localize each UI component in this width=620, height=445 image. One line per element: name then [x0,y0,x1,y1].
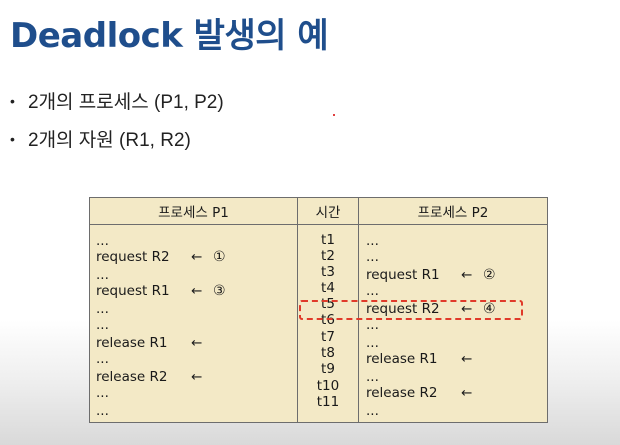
p2-row: release R1 ← [366,351,483,368]
p1-operation: ... [96,267,109,283]
p2-operation: request R1 [366,267,440,283]
bullet-text: 2개의 자원 (R1, R2) [28,130,191,151]
time-label: t7 [321,329,335,345]
p1-row: ... [96,301,213,318]
p1-row: ... [96,233,213,250]
time-label: t9 [321,361,335,377]
p1-row: request R2 ← ① [96,249,226,266]
p2-operation: ... [366,283,379,299]
bullet-item: • 2개의 프로세스 (P1, P2) [10,88,224,126]
time-label: t1 [321,232,335,248]
p1-row: release R1 ← [96,335,213,352]
p2-row: release R2 ← [366,385,483,402]
time-label: t3 [321,264,335,280]
p2-row: ... [366,403,483,420]
header-time: 시간 [297,197,359,225]
time-label: t5 [321,296,335,312]
left-arrow-icon: ← [191,369,203,385]
left-arrow-icon: ← [191,249,203,265]
bullet-dot-icon: • [10,93,15,109]
left-arrow-icon: ← [461,385,473,401]
p1-operation: ... [96,403,109,419]
step-number: ④ [483,301,496,317]
time-label: t6 [321,312,335,328]
time-label: t4 [321,280,335,296]
p1-operation: request R1 [96,283,170,299]
table-header-row: 프로세스 P1 시간 프로세스 P2 [89,197,548,225]
p2-row: ... [366,317,483,334]
p1-row: ... [96,403,213,420]
bullet-dot-icon: • [10,131,15,147]
p2-operation: ... [366,317,379,333]
p1-operation: ... [96,233,109,249]
p1-row: ... [96,385,213,402]
p2-operation: release R1 [366,351,438,367]
header-p1: 프로세스 P1 [89,197,298,225]
p1-row: request R1 ← ③ [96,283,226,300]
bullet-item: • 2개의 자원 (R1, R2) [10,126,224,164]
bullet-list: • 2개의 프로세스 (P1, P2) • 2개의 자원 (R1, R2) [10,88,224,164]
left-arrow-icon: ← [191,283,203,299]
time-label: t11 [316,394,340,410]
p1-operation: ... [96,351,109,367]
left-arrow-icon: ← [191,335,203,351]
left-arrow-icon: ← [461,267,473,283]
p2-operation: request R2 [366,301,440,317]
p1-operation: ... [96,385,109,401]
time-label: t10 [316,378,340,394]
p1-operation: ... [96,301,109,317]
p2-operation: ... [366,369,379,385]
p2-row: ... [366,335,483,352]
bullet-text: 2개의 프로세스 (P1, P2) [28,92,224,113]
p2-row: ... [366,233,483,250]
table-body-row: ...request R2←①...request R1←③......rele… [89,224,548,423]
p2-row: request R1 ← ② [366,267,496,284]
p2-operation: ... [366,335,379,351]
p2-operation: release R2 [366,385,438,401]
p1-row: ... [96,267,213,284]
p2-row: ... [366,249,483,266]
pointer-dot [333,114,335,116]
left-arrow-icon: ← [461,351,473,367]
p1-column: ...request R2←①...request R1←③......rele… [89,224,298,423]
slide-title: Deadlock 발생의 예 [10,16,329,56]
step-number: ② [483,267,496,283]
step-number: ③ [213,283,226,299]
p2-operation: ... [366,249,379,265]
p1-operation: release R1 [96,335,168,351]
p1-operation: release R2 [96,369,168,385]
p1-row: ... [96,317,213,334]
step-number: ① [213,249,226,265]
p2-row: ... [366,369,483,386]
p2-operation: ... [366,233,379,249]
p1-operation: request R2 [96,249,170,265]
time-label: t8 [321,345,335,361]
p1-operation: ... [96,317,109,333]
time-label: t2 [321,248,335,264]
p2-operation: ... [366,403,379,419]
schedule-table: 프로세스 P1 시간 프로세스 P2 ...request R2←①...req… [89,197,548,423]
p1-row: ... [96,351,213,368]
p2-row: request R2 ← ④ [366,301,496,318]
p2-column: ......request R1←②...request R2←④......r… [358,224,548,423]
p1-row: release R2 ← [96,369,213,386]
p2-row: ... [366,283,483,300]
left-arrow-icon: ← [461,301,473,317]
header-p2: 프로세스 P2 [358,197,548,225]
